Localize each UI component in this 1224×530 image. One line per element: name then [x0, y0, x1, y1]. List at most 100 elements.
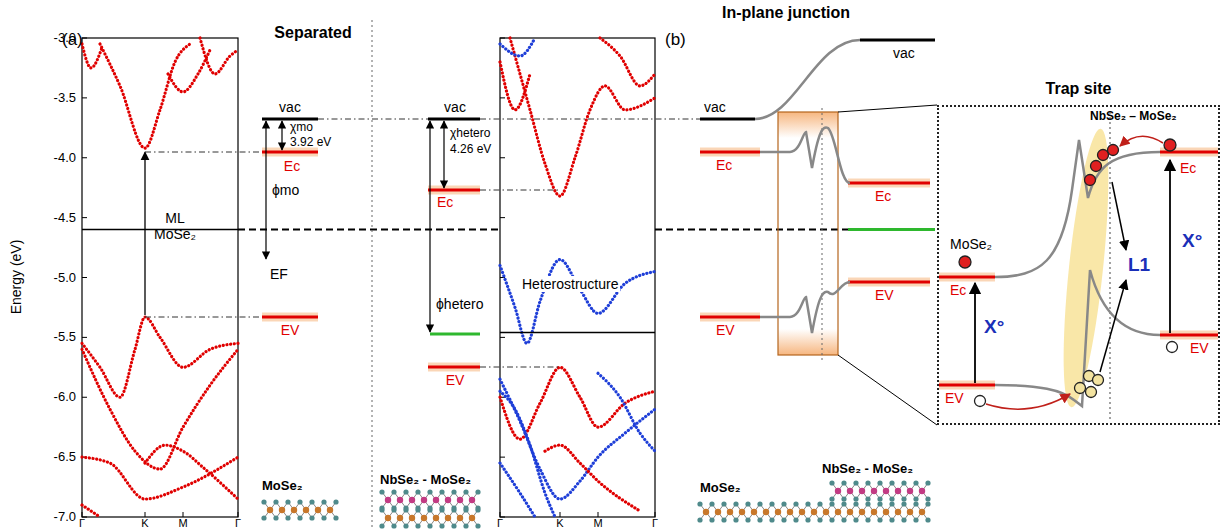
axis-tick	[238, 512, 239, 517]
level-label: EV	[1190, 340, 1209, 356]
fermi-line	[500, 332, 655, 334]
panel-letter: (b)	[665, 30, 686, 50]
k-point: K	[141, 517, 148, 530]
fermi-label: EF	[270, 266, 288, 282]
band-bending	[995, 140, 1160, 277]
tick-label: -6.5	[54, 450, 76, 465]
level-label: Ec	[1180, 160, 1196, 176]
tick-label: -5.5	[54, 330, 76, 345]
interface-line	[1110, 112, 1111, 420]
axis-tick	[500, 337, 505, 338]
band-curve	[500, 379, 655, 499]
fermi-dashed	[655, 229, 848, 231]
interface-line	[822, 108, 823, 360]
energy-level	[700, 316, 760, 319]
guide-line	[145, 152, 262, 153]
axis-tick	[82, 277, 87, 278]
axis-tick	[598, 512, 599, 517]
zoom-line	[838, 105, 937, 112]
band-curve	[145, 445, 238, 499]
plot-frame	[500, 38, 655, 517]
panel-heading: Trap site	[939, 80, 1218, 98]
tick-label: -3.5	[54, 90, 76, 105]
level-label: EV	[446, 372, 465, 388]
band-curve	[500, 260, 655, 344]
axis-tick	[500, 97, 505, 98]
vac-label: vac	[893, 45, 915, 61]
level-label: EV	[875, 287, 894, 303]
trap-highlight	[1054, 127, 1117, 409]
transfer-arrow	[1120, 136, 1163, 146]
gap-arrow	[144, 152, 145, 315]
k-point: M	[593, 517, 602, 530]
band-curve	[82, 505, 100, 517]
energy-level	[262, 316, 318, 319]
trap-arrow	[1100, 280, 1126, 372]
level-label: EV	[281, 322, 300, 338]
fermi-level	[430, 333, 480, 336]
electron	[1098, 150, 1109, 161]
band-label: ML MoSe₂	[149, 210, 201, 242]
exciton-label: X°	[1182, 230, 1202, 252]
electron	[1085, 175, 1096, 186]
crystal-layer	[379, 507, 480, 528]
exciton-arrow	[1169, 160, 1171, 333]
band-curve	[82, 349, 238, 469]
hole	[1075, 383, 1086, 394]
band-curve	[598, 373, 655, 451]
glow	[778, 329, 838, 355]
material-label: MoSe₂	[950, 236, 992, 252]
guide-line	[480, 119, 700, 120]
electron	[1091, 161, 1102, 172]
vacuum-level	[428, 118, 480, 121]
vacuum-curve	[755, 40, 860, 119]
band-curve	[545, 445, 640, 511]
axis-tick	[500, 38, 505, 39]
tick-label: -7.0	[54, 510, 76, 525]
band-curve	[510, 38, 655, 196]
phi-label: ϕhetero	[436, 296, 484, 312]
guide-line	[480, 367, 560, 368]
k-point: Γ	[235, 517, 241, 530]
band-bending	[760, 127, 850, 183]
section-title: Separated	[274, 24, 351, 42]
chi-value: 4.26 eV	[450, 143, 491, 157]
energy-level	[428, 366, 480, 369]
hole	[1093, 375, 1104, 386]
material-label: NbSe₂ - MoSe₂	[822, 462, 913, 477]
material-label: NbSe₂ – MoSe₂	[1090, 110, 1177, 124]
axis-tick	[655, 512, 656, 517]
energy-level	[1160, 334, 1218, 337]
level-glow	[939, 273, 995, 282]
axis-tick	[82, 337, 87, 338]
band-bending	[760, 282, 850, 333]
axis-tick	[82, 397, 87, 398]
k-point: Γ	[497, 517, 503, 530]
tick-label: -4.5	[54, 210, 76, 225]
axis-title: Energy (eV)	[8, 240, 24, 315]
axis-tick	[183, 512, 184, 517]
guide-line	[480, 190, 560, 191]
level-label: Ec	[437, 194, 453, 210]
crystal-layer	[829, 480, 930, 501]
zoom-line	[838, 355, 937, 425]
k-point: Γ	[652, 517, 658, 530]
band-curve	[200, 38, 238, 74]
axis-tick	[500, 157, 505, 158]
level-glow	[939, 381, 995, 390]
vac-label: vac	[444, 99, 466, 115]
hole	[1167, 342, 1178, 353]
level-label: Ec	[950, 282, 966, 298]
crystal-layer	[261, 499, 338, 520]
section-title: In-plane junction	[722, 4, 850, 22]
level-label: EV	[945, 390, 964, 406]
band-curve	[100, 44, 190, 148]
level-glow	[262, 313, 318, 322]
energy-level	[262, 151, 318, 154]
band-curve	[600, 38, 655, 86]
energy-level	[848, 182, 930, 185]
chi-label: χhetero	[450, 127, 490, 141]
panel-label: Heterostructure	[520, 276, 620, 292]
energy-level	[428, 189, 480, 192]
